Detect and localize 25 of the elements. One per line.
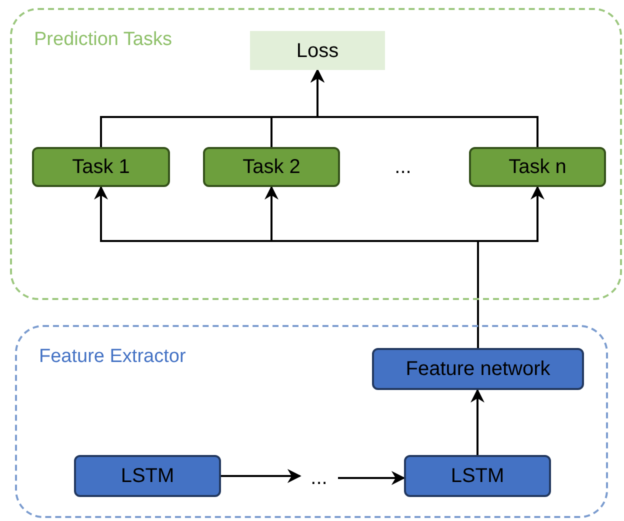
node-label: ... <box>394 155 412 180</box>
arrow <box>338 471 406 485</box>
node-label: Loss <box>296 38 339 64</box>
group-container <box>15 325 608 518</box>
arrow <box>310 68 538 147</box>
task-box <box>32 147 170 187</box>
arrow <box>470 388 484 455</box>
arrow <box>221 469 302 483</box>
node-label: Task 1 <box>72 155 130 180</box>
node-label: Feature network <box>406 357 550 382</box>
task-box <box>203 147 340 187</box>
group-title: Prediction Tasks <box>34 28 172 52</box>
loss-box <box>250 31 385 70</box>
process-box <box>404 455 551 497</box>
process-box <box>74 455 221 497</box>
node-label: LSTM <box>120 464 174 489</box>
node-label: ... <box>310 466 328 491</box>
group-title: Feature Extractor <box>39 345 186 369</box>
node-label: Task n <box>508 155 566 180</box>
node-label: Task 2 <box>242 155 300 180</box>
task-box <box>469 147 606 187</box>
node-label: LSTM <box>450 464 504 489</box>
process-box <box>372 348 584 390</box>
group-container <box>10 8 622 300</box>
arrow <box>477 186 544 348</box>
